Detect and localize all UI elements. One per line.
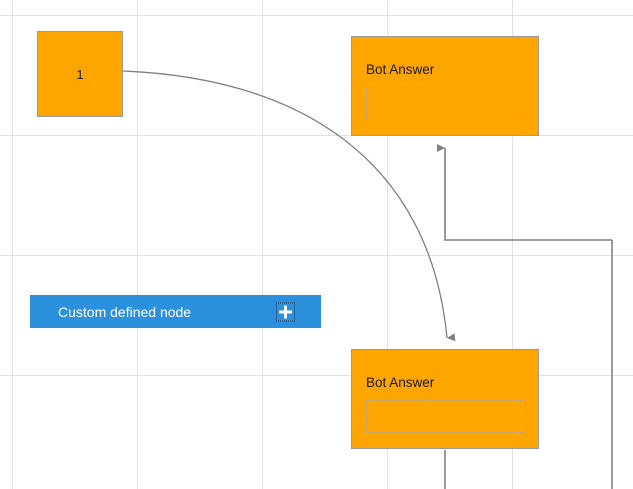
bot-answer-node-top[interactable]: Bot Answer	[351, 36, 539, 136]
bot-answer-node-bottom[interactable]: Bot Answer	[351, 349, 539, 449]
add-node-button[interactable]	[276, 302, 295, 321]
start-node-label: 1	[76, 66, 84, 82]
bot-answer-field[interactable]	[366, 87, 526, 120]
plus-icon	[279, 305, 292, 318]
bot-answer-field[interactable]	[366, 400, 526, 433]
start-node[interactable]: 1	[37, 31, 123, 117]
custom-defined-node-bar[interactable]: Custom defined node	[30, 295, 321, 328]
bot-answer-title: Bot Answer	[366, 62, 435, 77]
edge-loop-to-top[interactable]	[437, 144, 612, 241]
bot-answer-title: Bot Answer	[366, 375, 435, 390]
custom-defined-node-label: Custom defined node	[58, 303, 192, 320]
